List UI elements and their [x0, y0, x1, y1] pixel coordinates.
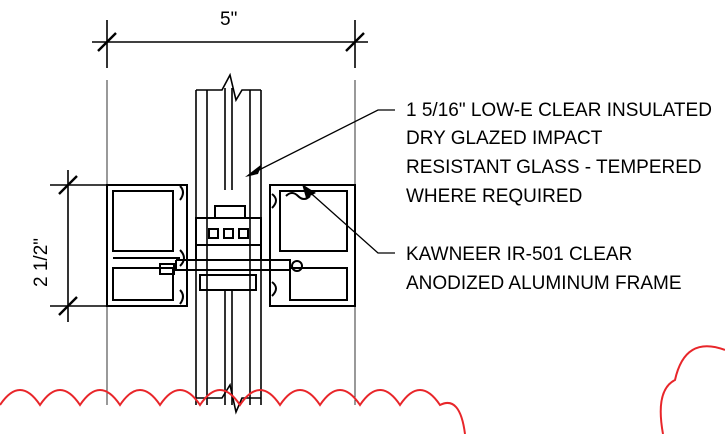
mullion-core: [159, 205, 291, 291]
leader-arrowheads: [245, 164, 316, 198]
glass-callout-line-1: 1 5/16" LOW-E CLEAR INSULATED: [406, 100, 712, 121]
jamb-outline: [106, 80, 356, 405]
height-dimension: [50, 170, 112, 322]
width-dimension-label: 5": [220, 9, 237, 30]
glass-panes: [195, 72, 262, 415]
glass-callout-line-3: RESISTANT GLASS - TEMPERED: [406, 157, 702, 178]
glass-callout-line-2: DRY GLAZED IMPACT: [406, 128, 603, 149]
leader-lines: [248, 109, 395, 254]
frame-callout-line-1: KAWNEER IR-501 CLEAR: [406, 244, 632, 265]
glass-callout-line-4: WHERE REQUIRED: [406, 186, 582, 207]
height-dimension-label: 2 1/2": [31, 238, 52, 287]
revision-cloud: [0, 345, 725, 434]
right-frame-profile: [269, 184, 356, 307]
width-dimension: [92, 20, 368, 68]
frame-callout-line-2: ANODIZED ALUMINUM FRAME: [406, 273, 682, 294]
left-frame-profile: [106, 184, 188, 307]
